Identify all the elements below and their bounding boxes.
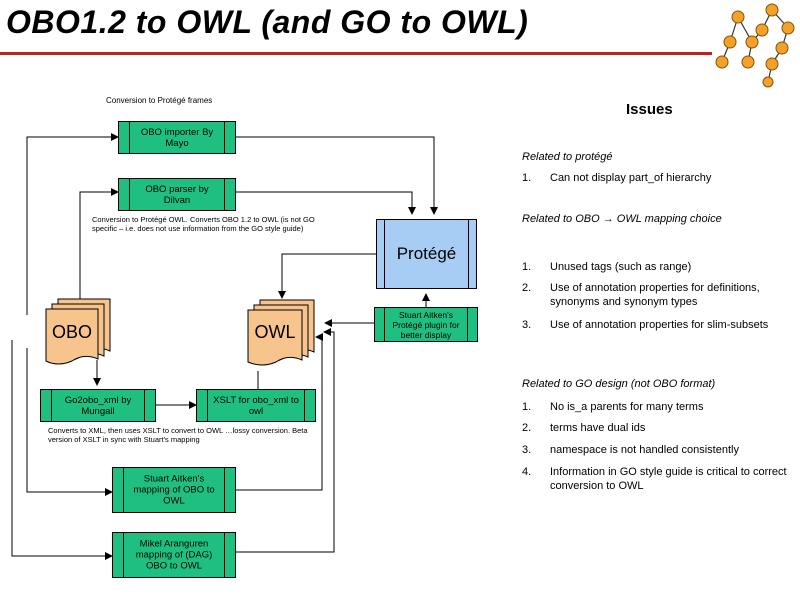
section-heading-protege: Related to protégé (522, 151, 613, 163)
ontology-tree-logo (715, 3, 795, 88)
obo-document-icon (45, 298, 111, 365)
section-heading-go-design: Related to GO design (not OBO format) (522, 378, 716, 390)
protege-box: Protégé (376, 219, 477, 289)
xml-conversion-note: Converts to XML, then uses XSLT to conve… (48, 426, 308, 444)
obo-importer-box: OBO importer By Mayo (118, 121, 236, 154)
list-item: 1. Can not display part_of hierarchy (522, 172, 712, 184)
go2obo-box: Go2obo_xml by Mungall (40, 389, 156, 422)
list-item: 3. Use of annotation properties for slim… (522, 319, 769, 331)
slide-title: OBO1.2 to OWL (and GO to OWL) (6, 4, 529, 40)
stuart-plugin-box: Stuart Aitken's Protégé plugin for bette… (374, 307, 478, 342)
parser-note: Conversion to Protégé OWL. Converts OBO … (92, 215, 315, 233)
stuart-mapping-box: Stuart Aitken's mapping of OBO to OWL (112, 467, 236, 513)
obo-parser-box: OBO parser by Dilvan (118, 178, 236, 211)
list-item: 1. Unused tags (such as range) (522, 261, 692, 273)
section-heading-mapping: Related to OBO → OWL mapping choice (522, 213, 722, 225)
protege-frames-label: Conversion to Protégé frames (106, 96, 213, 105)
list-item: 1. No is_a parents for many terms (522, 401, 704, 413)
title-divider (0, 52, 712, 55)
xslt-box: XSLT for obo_xml to owl (196, 389, 316, 422)
list-item: 2. terms have dual ids (522, 422, 646, 434)
owl-document-icon (247, 299, 315, 366)
list-item: 2. Use of annotation properties for defi… (522, 282, 760, 308)
mikel-mapping-box: Mikel Aranguren mapping of (DAG) OBO to … (112, 532, 236, 578)
list-item: 3. namespace is not handled consistently (522, 444, 739, 456)
issues-title: Issues (626, 101, 673, 118)
owl-document-label: OWL (254, 322, 296, 342)
obo-document-label: OBO (51, 322, 92, 342)
list-item: 4. Information in GO style guide is crit… (522, 466, 787, 492)
